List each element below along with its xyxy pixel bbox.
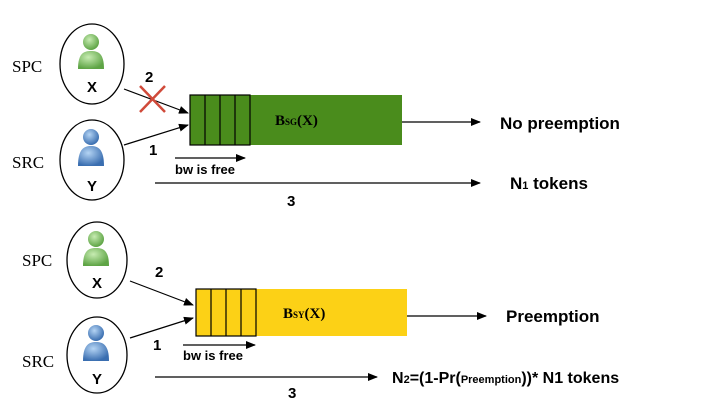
- spc-label: SPC: [12, 57, 42, 76]
- src-label: SRC: [22, 352, 54, 371]
- queue-bsy: BSY(X): [195, 288, 407, 337]
- user-letter-x: X: [87, 79, 97, 96]
- arrow-number-3: 3: [288, 385, 296, 402]
- queue-label: BSG(X): [275, 113, 318, 129]
- queue-body: [196, 289, 407, 336]
- queue-body: [190, 95, 402, 145]
- arrow-number-1: 1: [149, 142, 157, 159]
- scenario-top: SPC SRC X Y 2 1: [12, 23, 620, 210]
- user-letter-y: Y: [87, 178, 97, 195]
- blue-person-icon: [78, 129, 104, 166]
- tokens-text: N1 tokens: [510, 174, 588, 193]
- arrow-number-1: 1: [153, 337, 161, 354]
- queue-bsg: BSG(X): [189, 94, 402, 146]
- arrow-number-2: 2: [145, 69, 153, 86]
- arrow-src-to-queue: [129, 316, 194, 339]
- blue-person-icon: [83, 325, 109, 361]
- src-user-y: Y: [59, 119, 125, 201]
- spc-label: SPC: [22, 251, 52, 270]
- spc-user-x: X: [66, 221, 128, 299]
- arrow-number-2: 2: [155, 264, 163, 281]
- bandwidth-note: bw is free: [183, 348, 243, 363]
- bandwidth-note: bw is free: [175, 162, 235, 177]
- user-letter-y: Y: [92, 371, 102, 388]
- queue-label: BSY(X): [283, 306, 325, 322]
- spc-user-x: X: [59, 23, 125, 105]
- arrow-src-to-queue: [123, 123, 189, 146]
- result-text: Preemption: [506, 307, 600, 326]
- green-person-icon: [83, 231, 109, 266]
- src-label: SRC: [12, 153, 44, 172]
- green-person-icon: [78, 34, 104, 69]
- blocked-cross-icon: [139, 85, 166, 113]
- src-user-y: Y: [66, 316, 128, 394]
- user-letter-x: X: [92, 275, 102, 292]
- result-text: No preemption: [500, 114, 620, 133]
- arrow-spc-to-queue: [129, 280, 194, 306]
- scenario-bottom: SPC SRC X Y 2 1: [22, 221, 619, 402]
- arrow-number-3: 3: [287, 193, 295, 210]
- tokens-formula: N2=(1-Pr(Preemption))* N1 tokens: [392, 370, 619, 387]
